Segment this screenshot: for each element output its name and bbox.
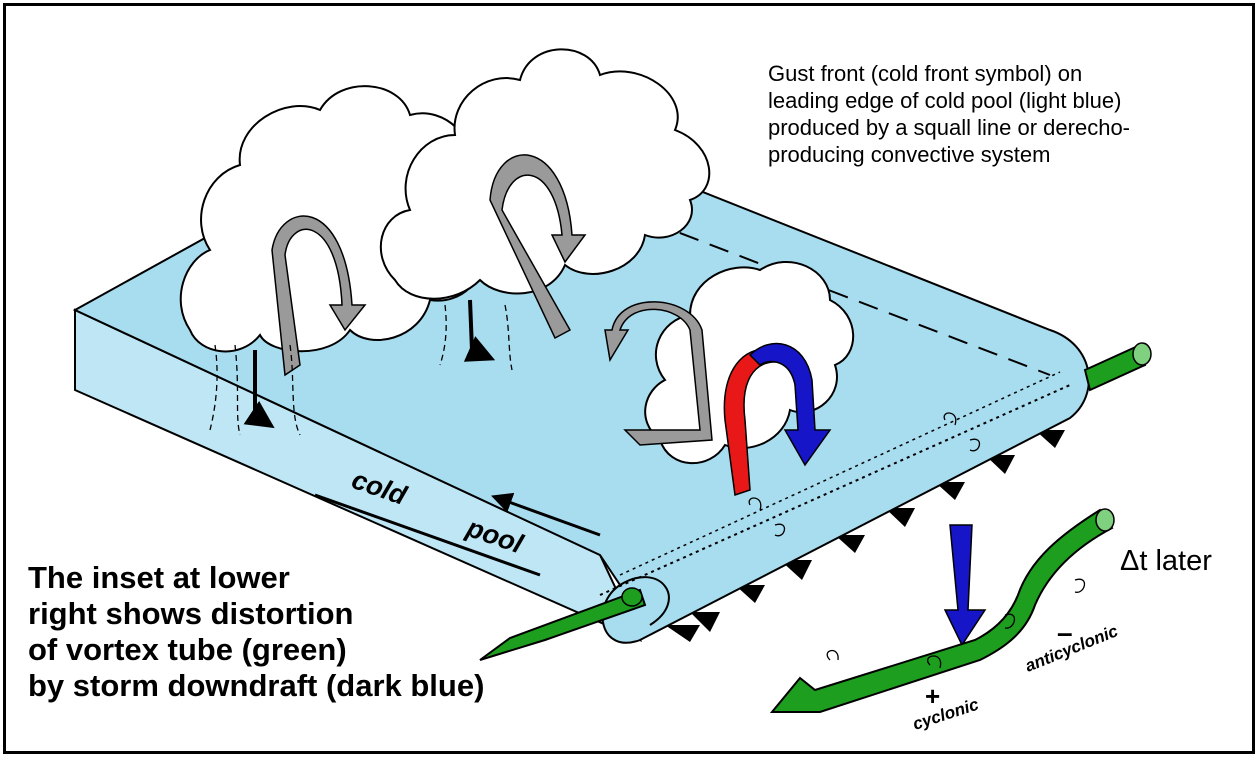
inset-downdraft-arrow [943, 524, 987, 647]
circulation-arrow-left [271, 215, 367, 377]
vortex-tube-dotted-line [599, 384, 1071, 596]
diagram-frame [3, 3, 1255, 754]
inset-caption-line: The inset at lower [28, 560, 290, 595]
downdraft-arrow-blue [748, 342, 832, 467]
gust-front-caption-line: produced by a squall line or derecho- [768, 115, 1131, 140]
circulation-arrow-middle [489, 154, 587, 340]
plus-sign: + [925, 681, 940, 711]
downdraft-arrow-left [243, 350, 275, 429]
gust-front-caption-line: producing convective system [768, 142, 1051, 167]
inset-caption: The inset at lower right shows distortio… [28, 560, 484, 704]
gust-front-teeth [665, 430, 1065, 642]
downdraft-streaks-middle [439, 304, 513, 371]
time-later-label: Δt later [1120, 545, 1212, 577]
gust-front-caption: Gust front (cold front symbol) on leadin… [768, 60, 1148, 168]
cold-pool-flow-arrow [491, 492, 601, 537]
circulation-arrow-right [604, 301, 713, 446]
inset-caption-line: right shows distortion [28, 596, 354, 631]
vortex-tube [479, 342, 1152, 661]
inset-caption-line: of vortex tube (green) [28, 632, 347, 667]
gust-front-dashed-line [619, 209, 1051, 376]
cyclonic-label: cyclonic [910, 695, 981, 734]
inset-rotation-symbols [826, 578, 1086, 669]
gust-front-caption-line: Gust front (cold front symbol) on [768, 61, 1083, 86]
inset-vortex-tube-end [1095, 508, 1115, 532]
downdraft-streaks-left [209, 344, 301, 436]
gust-front-caption-line: leading edge of cold pool (light blue) [768, 88, 1122, 113]
rotation-symbols [748, 412, 981, 537]
downdraft-arrow-middle [463, 299, 496, 362]
inset-caption-line: by storm downdraft (dark blue) [28, 668, 485, 703]
inset-vortex-tube [769, 508, 1114, 713]
cold-pool-underline [314, 493, 541, 577]
minus-sign: – [1057, 617, 1073, 648]
